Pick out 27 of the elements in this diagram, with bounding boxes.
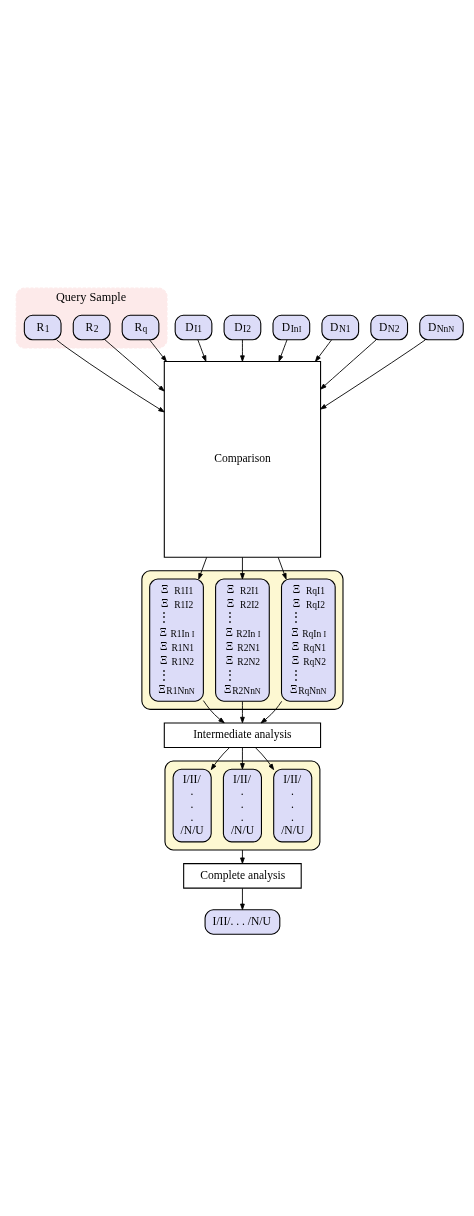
arrow xyxy=(104,338,165,391)
node-box: Comparison xyxy=(163,360,322,558)
arrow xyxy=(240,338,245,362)
arrow xyxy=(240,556,245,579)
arrow xyxy=(254,746,275,770)
node-box: Intermediate analysis xyxy=(163,721,322,748)
node-box: Complete analysis xyxy=(183,862,302,889)
arrow xyxy=(202,699,225,723)
arrow xyxy=(240,887,245,910)
node-box: I/II/ . . . /N/U xyxy=(273,768,313,842)
node-box: I/II/ . . . /N/U xyxy=(172,768,212,842)
arrow xyxy=(277,556,287,579)
arrow xyxy=(210,746,230,770)
arrow xyxy=(240,700,245,723)
arrow xyxy=(149,338,167,362)
arrow xyxy=(315,338,333,362)
arrow xyxy=(198,556,208,579)
arrow xyxy=(240,746,245,769)
arrow xyxy=(320,338,377,390)
node-box: I/II/ . . . /N/U xyxy=(222,768,262,842)
arrow xyxy=(320,338,426,409)
node-box: I/II/. . . /N/U xyxy=(204,908,281,935)
arrow xyxy=(278,338,288,362)
arrow xyxy=(56,339,165,412)
arrow xyxy=(197,338,207,362)
arrow xyxy=(260,700,283,723)
arrow xyxy=(240,849,245,864)
